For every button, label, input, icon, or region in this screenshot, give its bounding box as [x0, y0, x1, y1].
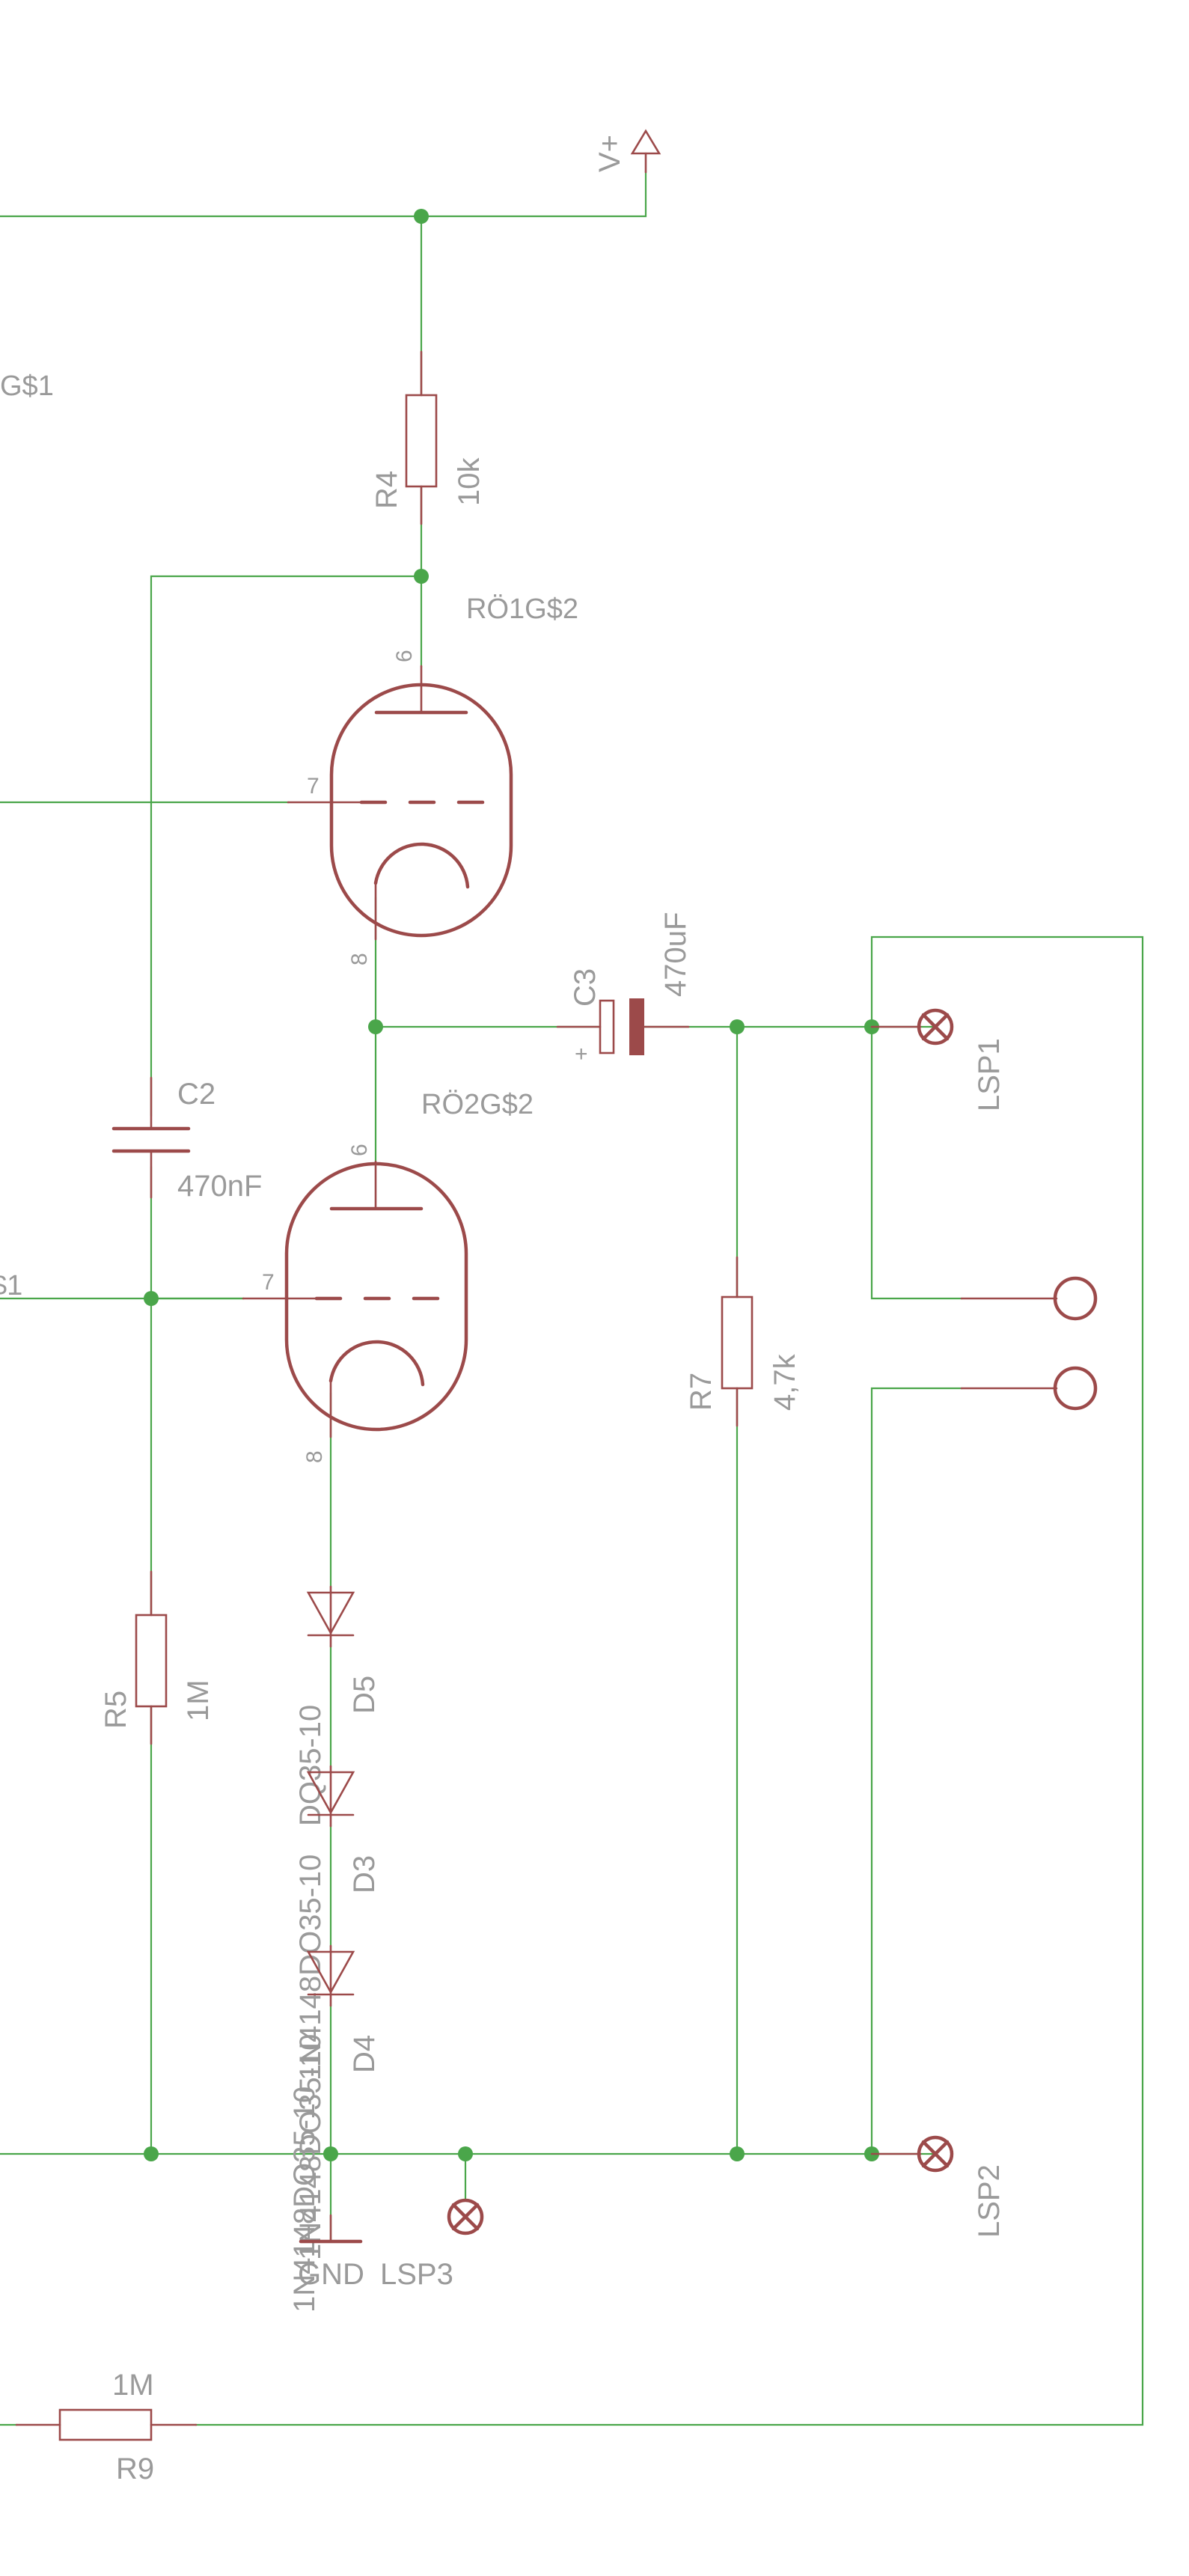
c2-name: C2: [177, 1078, 216, 1111]
junctions: [144, 209, 879, 2161]
d4-name: D4: [348, 2035, 381, 2073]
capacitor-c2[interactable]: C2 470nF: [111, 1076, 262, 1203]
r7-name: R7: [685, 1373, 718, 1411]
gnd-label: GND: [298, 2258, 364, 2291]
r4-value: 10k: [453, 457, 486, 506]
tube2-cathode-pin: 8: [302, 1450, 327, 1463]
diode-overlap-label: 1N4148DO35-10: [288, 2087, 321, 2313]
r7-value: 4,7k: [768, 1353, 801, 1411]
resistor-r4[interactable]: R4 10k: [370, 350, 486, 525]
partial-label-mid-left: $1: [0, 1270, 22, 1301]
d4-value: 1N4148DO35-10: [294, 2034, 327, 2260]
c3-value: 470uF: [659, 912, 692, 997]
c2-value: 470nF: [177, 1170, 262, 1203]
tube-rohre2[interactable]: RÖ2G$2 6 7 8: [242, 1089, 534, 1463]
junction-gnd-r5: [144, 2146, 159, 2161]
tube1-plate-pin: 6: [392, 650, 417, 662]
tube-rohre1[interactable]: RÖ1G$2 6 7 8: [287, 593, 578, 965]
junction-vplus: [414, 209, 429, 224]
c3-name: C3: [569, 968, 602, 1007]
d3-name: D3: [348, 1855, 381, 1893]
wire-vplus-rail: [0, 171, 647, 218]
r5-name: R5: [100, 1691, 132, 1729]
tube2-name: RÖ2G$2: [421, 1089, 534, 1120]
resistor-r7[interactable]: R7 4,7k: [685, 1256, 801, 1427]
junction-r7-top: [730, 1019, 745, 1034]
wire-jack2: [870, 1387, 963, 2155]
gnd-symbol: GND: [298, 2214, 364, 2291]
d5-name: D5: [348, 1676, 381, 1714]
junction-plate: [414, 569, 429, 584]
partial-label-top-left: G$1: [0, 370, 54, 402]
r9-name: R9: [116, 2453, 154, 2485]
tube2-plate-pin: 6: [347, 1144, 372, 1156]
resistor-r9[interactable]: 1M R9: [15, 2369, 198, 2485]
vplus-symbol: V+: [593, 129, 661, 174]
vplus-label: V+: [593, 135, 626, 172]
lsp2-label: LSP2: [973, 2164, 1006, 2238]
connector-lsp1[interactable]: LSP1: [870, 1008, 1006, 1111]
tube1-grid-pin: 7: [307, 774, 320, 799]
diode-d4[interactable]: D4 1N4148DO35-10: [294, 1944, 381, 2260]
junction-grid2: [144, 1291, 159, 1306]
wire-jack1: [870, 1025, 963, 1300]
junction-gnd-diode: [323, 2146, 338, 2161]
r4-name: R4: [370, 471, 403, 509]
capacitor-c3[interactable]: + C3 470uF: [556, 912, 692, 1066]
resistor-r5[interactable]: R5 1M: [100, 1570, 215, 1745]
junction-gnd-lsp3: [458, 2146, 473, 2161]
r5-value: 1M: [182, 1679, 215, 1721]
lsp1-label: LSP1: [973, 1038, 1006, 1111]
tube1-name: RÖ1G$2: [466, 593, 578, 625]
wire-plate-c2: [150, 575, 423, 1117]
lsp3-label: LSP3: [380, 2258, 453, 2291]
r9-value: 1M: [112, 2369, 154, 2402]
junction-gnd-r7: [730, 2146, 745, 2161]
connector-lsp3[interactable]: LSP3: [380, 2198, 484, 2291]
tube2-grid-pin: 7: [262, 1270, 275, 1295]
jack-terminal-1[interactable]: [960, 1276, 1098, 1321]
wire-out-loop: [195, 936, 1144, 2426]
connector-lsp2[interactable]: LSP2: [870, 2135, 1006, 2238]
c3-polarity: +: [575, 1042, 588, 1066]
d3-value: 1N4148DO35-10: [294, 1855, 327, 2081]
jack-terminal-2[interactable]: [960, 1366, 1098, 1411]
diode-d3[interactable]: D3 1N4148DO35-10: [294, 1765, 381, 2081]
d5-value: DQ35-10: [294, 1705, 327, 1826]
wires: [0, 171, 1144, 2426]
tube1-cathode-pin: 8: [347, 953, 372, 965]
diode-d5[interactable]: D5 DQ35-10: [294, 1585, 381, 1826]
junction-cathode: [368, 1019, 383, 1034]
